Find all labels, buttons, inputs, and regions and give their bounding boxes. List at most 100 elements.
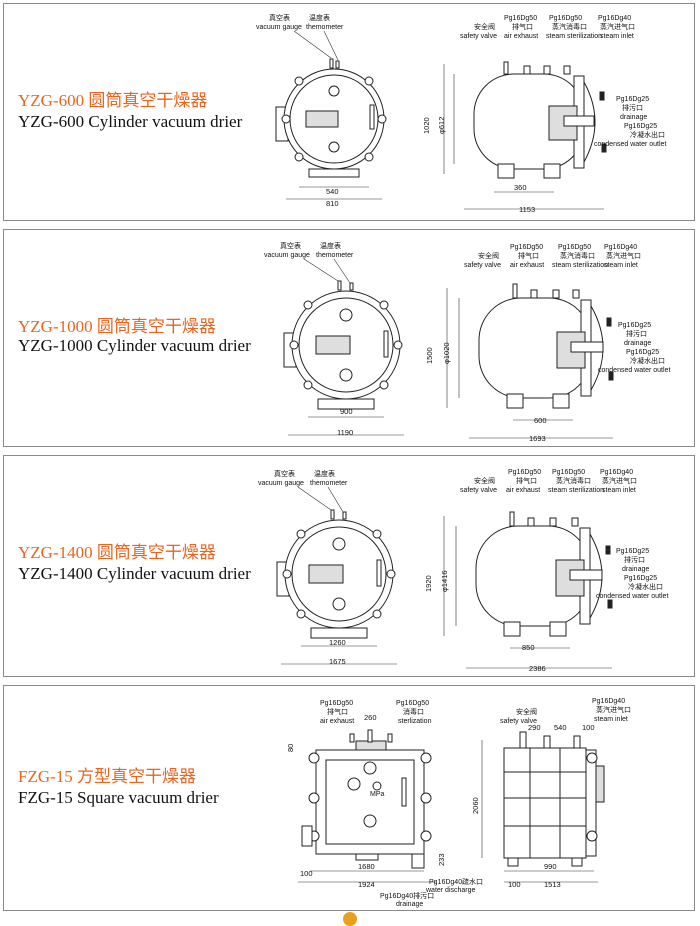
label-safety-en: safety valve bbox=[460, 33, 497, 40]
label-steril-pg: Pg16Dg50 bbox=[549, 15, 582, 22]
label-inlet-pg: Pg16Dg40 bbox=[600, 469, 633, 476]
label-inlet-cn: 蒸汽进气口 bbox=[600, 22, 635, 31]
dim-540: 540 bbox=[554, 723, 567, 732]
dim-900: 900 bbox=[340, 407, 353, 416]
label-cond-cn: 冷凝水出口 bbox=[630, 356, 665, 365]
label-inlet-cn: 蒸汽进气口 bbox=[596, 705, 631, 714]
dim-1500: 1500 bbox=[425, 347, 434, 364]
label-steril-pg: Pg16Dg50 bbox=[558, 244, 591, 251]
label-inlet-en: steam inlet bbox=[600, 33, 634, 40]
label-exhaust-cn: 排气口 bbox=[327, 707, 348, 716]
label-drain-en: drainage bbox=[396, 901, 423, 908]
label-safety-en: safety valve bbox=[460, 487, 497, 494]
label-exhaust-en: air exhaust bbox=[320, 718, 354, 725]
label-steril-pg: Pg16Dg50 bbox=[396, 700, 429, 707]
panel-title-cn: YZG-1000 圆筒真空干燥器 bbox=[18, 317, 216, 336]
front-view bbox=[298, 729, 436, 883]
dim-1924: 1924 bbox=[358, 880, 375, 889]
dim-233: 233 bbox=[437, 853, 446, 866]
label-exhaust-pg: Pg16Dg50 bbox=[508, 469, 541, 476]
port-bottom bbox=[328, 141, 340, 153]
dim-540: 540 bbox=[326, 187, 339, 196]
label-inlet-pg: Pg16Dg40 bbox=[598, 15, 631, 22]
dim-600: 600 bbox=[534, 416, 547, 425]
label-thermometer-en: themometer bbox=[306, 24, 344, 31]
label-exhaust-pg: Pg16Dg50 bbox=[510, 244, 543, 251]
label-exhaust-en: air exhaust bbox=[506, 487, 540, 494]
label-exhaust-cn: 排气口 bbox=[512, 22, 533, 31]
side-view bbox=[446, 283, 614, 439]
label-drain-en: drainage bbox=[624, 340, 651, 347]
label-exhaust-cn: 排气口 bbox=[518, 251, 539, 260]
side-view bbox=[481, 731, 605, 883]
dim-phi612: φ612 bbox=[437, 117, 446, 134]
label-safety-cn: 安全阀 bbox=[474, 22, 495, 31]
dim-1260: 1260 bbox=[329, 638, 346, 647]
label-cond-cn: 冷凝水出口 bbox=[630, 130, 665, 139]
label-vacuum-gauge-cn: 真空表 bbox=[274, 469, 295, 478]
box-door bbox=[325, 759, 415, 845]
label-drain-cn: 排污口 bbox=[622, 103, 643, 112]
label-drain-pg: Pg16Dg25 bbox=[616, 548, 649, 555]
dim-100-front: 100 bbox=[300, 869, 313, 878]
label-steril-en: steam sterilization bbox=[552, 262, 608, 269]
label-inlet-en: steam inlet bbox=[594, 716, 628, 723]
dim-phi1416: φ1416 bbox=[440, 570, 449, 592]
dim-2386: 2386 bbox=[529, 664, 546, 673]
dim-360: 360 bbox=[514, 183, 527, 192]
label-cond-en: condensed water outlet bbox=[596, 593, 668, 600]
label-vacuum-gauge-en: vacuum gauge bbox=[264, 252, 310, 259]
dim-2060: 2060 bbox=[471, 797, 480, 814]
panel-yzg-600: YZG-600 圆筒真空干燥器 YZG-600 Cylinder vacuum … bbox=[3, 3, 695, 221]
label-vacuum-gauge-cn: 真空表 bbox=[280, 241, 301, 250]
panel-yzg-1000: YZG-1000 圆筒真空干燥器 YZG-1000 Cylinder vacuu… bbox=[3, 229, 695, 447]
label-steril-pg: Pg16Dg50 bbox=[552, 469, 585, 476]
side-view bbox=[443, 511, 613, 669]
label-cond-pg: Pg16Dg25 bbox=[624, 575, 657, 582]
label-safety-en: safety valve bbox=[464, 262, 501, 269]
box-outer bbox=[315, 749, 425, 855]
dim-100-side: 100 bbox=[582, 723, 595, 732]
label-exhaust-en: air exhaust bbox=[504, 33, 538, 40]
label-water-pg: Pg16Dg40 bbox=[429, 879, 462, 886]
label-thermometer-en: themometer bbox=[310, 480, 348, 487]
panel-title-cn: YZG-600 圆筒真空干燥器 bbox=[18, 91, 208, 110]
label-inlet-cn: 蒸汽进气口 bbox=[602, 476, 637, 485]
label-exhaust-pg: Pg16Dg50 bbox=[320, 700, 353, 707]
label-inlet-en: steam inlet bbox=[602, 487, 636, 494]
label-drain-pg: Pg16Dg25 bbox=[616, 96, 649, 103]
dim-260: 260 bbox=[364, 713, 377, 722]
panel-title-en: YZG-1400 Cylinder vacuum drier bbox=[18, 564, 251, 583]
label-cond-pg: Pg16Dg25 bbox=[626, 349, 659, 356]
label-thermometer-cn: 温度表 bbox=[309, 13, 330, 22]
label-vacuum-gauge-cn: 真空表 bbox=[269, 13, 290, 22]
dim-phi1020: φ1020 bbox=[442, 342, 451, 364]
panel-fzg-15: FZG-15 方型真空干燥器 FZG-15 Square vacuum drie… bbox=[3, 685, 695, 911]
label-thermometer-cn: 温度表 bbox=[314, 469, 335, 478]
label-cond-en: condensed water outlet bbox=[598, 367, 670, 374]
pressure-gauge-icon bbox=[372, 781, 382, 791]
label-steril-en: sterlization bbox=[398, 718, 432, 725]
label-steril-cn: 消毒口 bbox=[403, 707, 424, 716]
label-steril-cn: 蒸汽消毒口 bbox=[552, 22, 587, 31]
dim-1693: 1693 bbox=[529, 434, 546, 443]
panel-title-en: YZG-1000 Cylinder vacuum drier bbox=[18, 336, 251, 355]
label-drain-pg: Pg16Dg25 bbox=[618, 322, 651, 329]
label-drain-en: drainage bbox=[622, 566, 649, 573]
front-view bbox=[283, 280, 404, 436]
dim-990: 990 bbox=[544, 862, 557, 871]
panel-title-cn: YZG-1400 圆筒真空干燥器 bbox=[18, 543, 216, 562]
label-mpa: MPa bbox=[370, 791, 385, 798]
label-vacuum-gauge-en: vacuum gauge bbox=[256, 24, 302, 31]
dim-290: 290 bbox=[528, 723, 541, 732]
front-view bbox=[275, 58, 387, 200]
label-thermometer-cn: 温度表 bbox=[320, 241, 341, 250]
label-drain-cn: 排污口 bbox=[626, 329, 647, 338]
label-exhaust-en: air exhaust bbox=[510, 262, 544, 269]
dim-80: 80 bbox=[286, 744, 295, 752]
yzg-600-drawing: 真空表 vacuum gauge 温度表 themometer 540 810 … bbox=[256, 13, 666, 214]
label-safety-en: safety valve bbox=[500, 718, 537, 725]
yzg-1000-drawing: 真空表 vacuum gauge 温度表 themometer 900 1190… bbox=[264, 241, 670, 443]
dim-1675: 1675 bbox=[329, 657, 346, 666]
label-safety-cn: 安全阀 bbox=[516, 707, 537, 716]
